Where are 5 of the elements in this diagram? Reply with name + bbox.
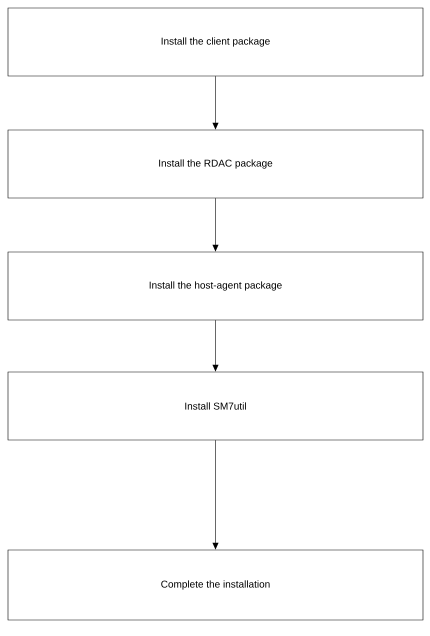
process-box: Complete the installation bbox=[8, 550, 424, 620]
process-box: Install the host-agent package bbox=[8, 252, 424, 320]
process-box: Install SM7util bbox=[8, 372, 424, 440]
process-box: Install the client package bbox=[8, 8, 424, 76]
process-box: Install the RDAC package bbox=[8, 130, 424, 198]
